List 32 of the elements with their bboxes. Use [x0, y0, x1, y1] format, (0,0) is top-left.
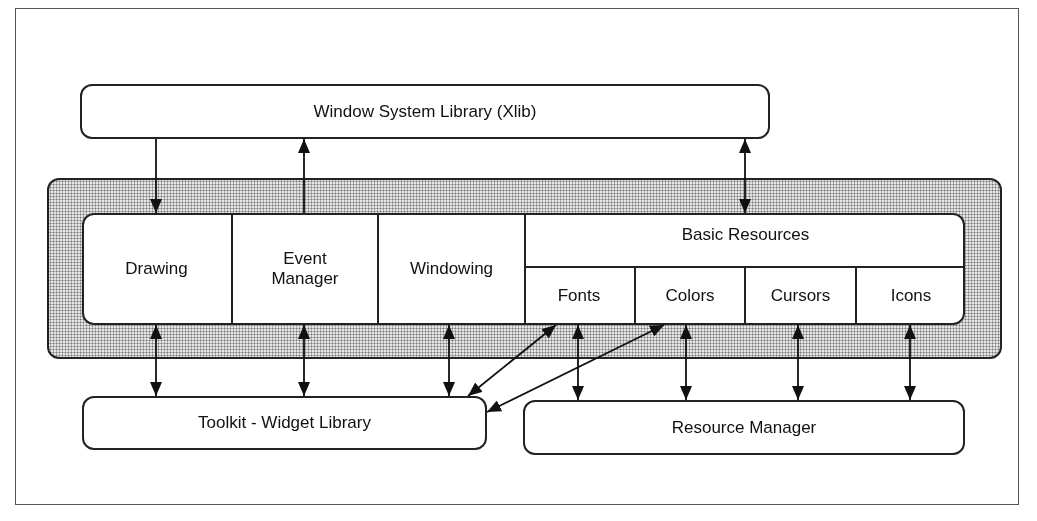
module-cell	[744, 266, 855, 323]
arrow	[298, 324, 310, 397]
shaded-band	[47, 178, 1002, 359]
node-label: Colors	[665, 285, 715, 306]
arrow	[792, 324, 804, 401]
node-label: Drawing	[125, 259, 188, 279]
node-label: Event Manager	[270, 249, 340, 289]
node-label: Icons	[890, 285, 932, 306]
node-label: Cursors	[770, 285, 831, 306]
node-label: Resource Manager	[671, 417, 817, 438]
node-label: Basic Resources	[681, 225, 810, 245]
node-label: Window System Library (Xlib)	[313, 101, 537, 122]
arrow	[467, 324, 557, 397]
arrow	[150, 324, 162, 397]
arrow	[680, 324, 692, 401]
node-label: Toolkit - Widget Library	[198, 413, 371, 433]
node-label: Fonts	[557, 285, 601, 306]
arrow	[443, 324, 455, 397]
module-cell	[855, 266, 965, 323]
arrow	[298, 138, 310, 214]
library-box	[80, 84, 770, 139]
module-cell	[634, 266, 744, 323]
module-block	[82, 213, 965, 325]
manager-box	[523, 400, 965, 455]
arrow	[739, 138, 751, 214]
library-box	[82, 396, 487, 450]
arrow	[150, 138, 162, 214]
arrow	[486, 324, 665, 413]
module-cell	[524, 213, 965, 325]
arrow	[572, 324, 584, 401]
arrow	[904, 324, 916, 401]
node-label: Windowing	[409, 259, 494, 279]
